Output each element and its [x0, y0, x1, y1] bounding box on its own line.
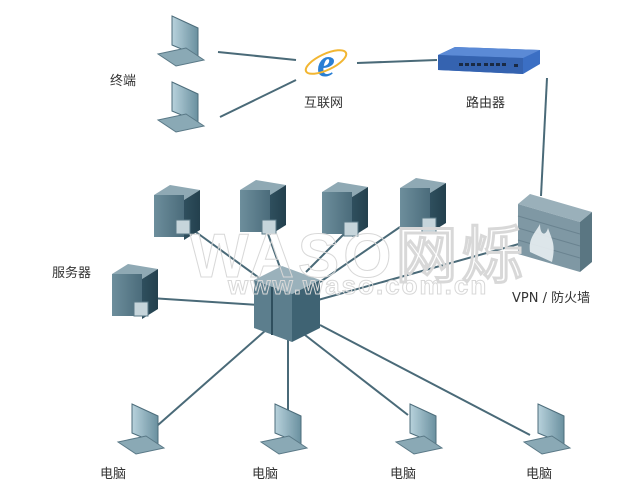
- server-4: [400, 178, 446, 233]
- link-switch-pc4: [319, 324, 531, 436]
- watermark-url: www.waso.com.cn: [227, 270, 489, 301]
- link-server3-switch: [305, 233, 345, 273]
- connections: [149, 51, 548, 436]
- pc-3: [394, 403, 444, 455]
- link-terminal2-internet: [219, 79, 297, 118]
- pc-1: [116, 403, 166, 455]
- link-internet-router: [356, 59, 438, 64]
- label-firewall: VPN / 防火墙: [512, 291, 591, 306]
- internet-icon: e: [304, 40, 348, 85]
- link-server1-switch: [188, 226, 263, 281]
- server-3: [322, 182, 368, 237]
- link-server5-switch: [149, 297, 259, 306]
- label-internet: 互联网: [304, 96, 344, 111]
- link-server2-switch: [267, 233, 283, 274]
- pc-4: [522, 403, 572, 455]
- link-switch-pc1: [157, 329, 267, 426]
- label-router: 路由器: [466, 96, 506, 111]
- watermark-brand: WASO网烁: [189, 222, 528, 292]
- label-pc-3: 电脑: [390, 467, 417, 482]
- terminal-computer-2: [156, 81, 206, 133]
- label-pc-2: 电脑: [252, 467, 279, 482]
- link-server4-switch: [319, 226, 401, 283]
- svg-text:e: e: [317, 40, 335, 85]
- firewall-icon: [517, 194, 592, 272]
- pc-2: [259, 403, 309, 455]
- link-terminal1-internet: [217, 51, 297, 61]
- terminal-computer-1: [156, 15, 206, 67]
- link-firewall-switch: [299, 241, 527, 306]
- label-pc-1: 电脑: [100, 467, 127, 482]
- link-switch-pc3: [304, 334, 409, 416]
- core-switch: [254, 266, 320, 342]
- label-terminal: 终端: [110, 74, 137, 89]
- link-router-firewall: [540, 77, 548, 197]
- server-5: [112, 264, 158, 319]
- server-2: [240, 180, 286, 235]
- router-icon: [438, 47, 540, 74]
- label-servers: 服务器: [52, 266, 92, 281]
- server-1: [154, 185, 200, 240]
- label-pc-4: 电脑: [526, 467, 553, 482]
